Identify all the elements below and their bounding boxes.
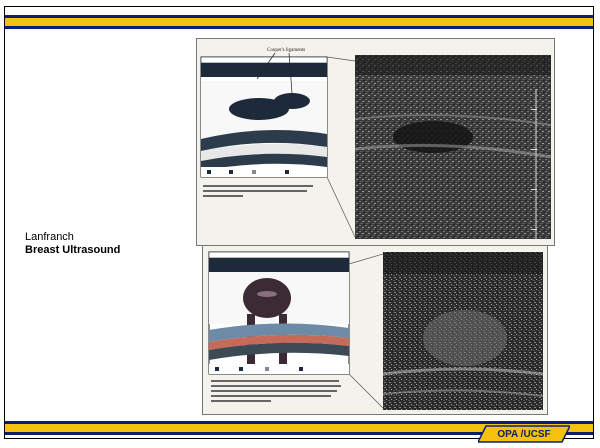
figure-top-image: Cooper's ligaments [197, 39, 554, 245]
slide-frame: Lanfranch Breast Ultrasound [4, 6, 594, 439]
figure-bottom-image [203, 246, 547, 414]
slide-caption: Lanfranch Breast Ultrasound [25, 231, 120, 257]
opa-ucsf-logo: OPA /UCSF [478, 425, 570, 443]
book-title: Breast Ultrasound [25, 244, 120, 257]
figure-top: Cooper's ligaments [196, 38, 555, 246]
figure-bottom [202, 245, 548, 415]
callout-label: Cooper's ligaments [267, 48, 305, 53]
logo-text: OPA /UCSF [478, 425, 570, 443]
top-title-bar [5, 15, 593, 29]
author-name: Lanfranch [25, 231, 120, 244]
